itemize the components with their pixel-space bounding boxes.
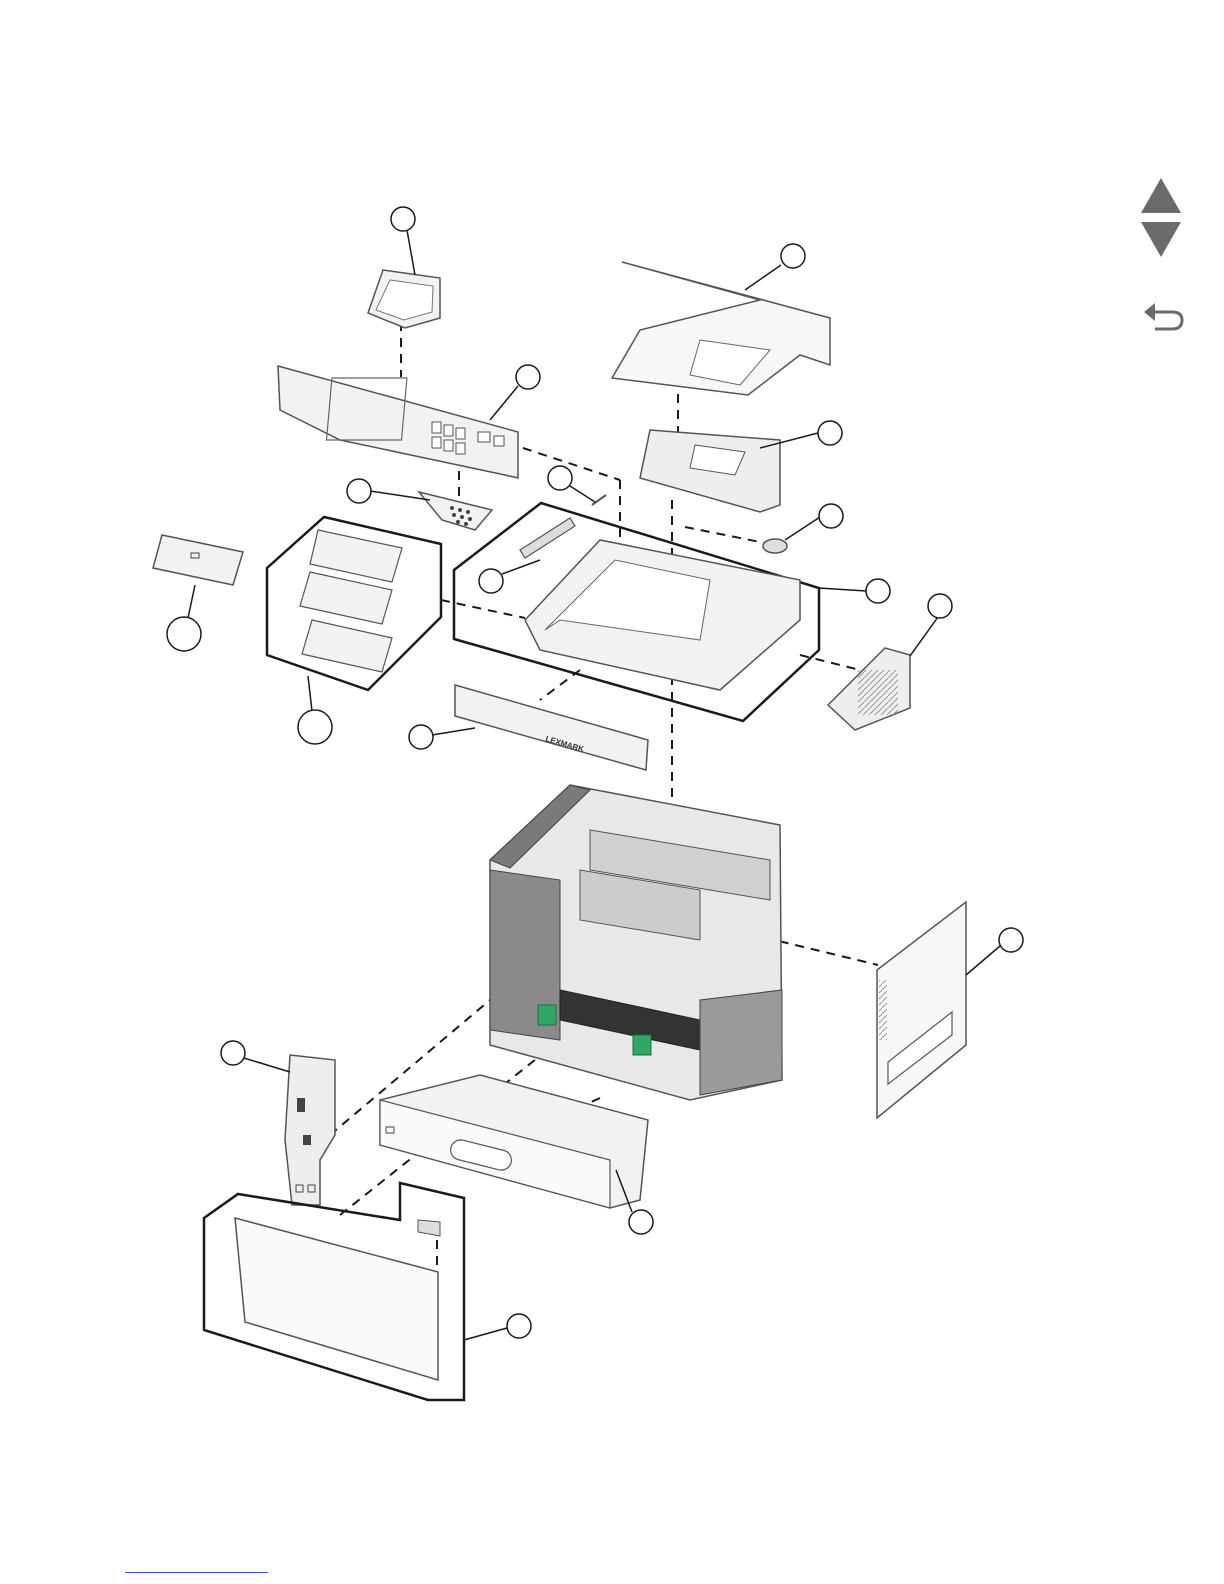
hinge-bracket-part: [285, 1055, 335, 1205]
label-kit-group-outline: [267, 517, 441, 690]
return-arrow-icon[interactable]: [1144, 303, 1182, 329]
callout-7: [819, 504, 843, 528]
controller-cage-part: [640, 430, 780, 512]
front-door-group-outline: [204, 1183, 464, 1400]
footer-link-underline[interactable]: [125, 1572, 268, 1573]
callout-16: [629, 1210, 653, 1234]
callout-3: [516, 365, 540, 389]
callout-15: [221, 1041, 245, 1065]
callout-9: [866, 579, 890, 603]
callout-17: [507, 1314, 531, 1338]
callout-6: [548, 466, 572, 490]
callout-2: [781, 244, 805, 268]
green-release-lever-right: [633, 1035, 651, 1055]
knob-part: [763, 539, 787, 553]
callout-11: [167, 617, 201, 651]
callout-13: [409, 725, 433, 749]
callout-14: [999, 928, 1023, 952]
callout-12: [298, 710, 332, 744]
green-release-lever-left: [538, 1005, 556, 1025]
callout-4: [818, 421, 842, 445]
pin-part: [592, 495, 606, 505]
top-cover-part: [612, 262, 830, 395]
triangle-down-icon[interactable]: [1141, 222, 1181, 257]
triangle-up-icon[interactable]: [1141, 178, 1181, 213]
keypad-overlay-part: [419, 492, 492, 530]
right-side-door-part: [877, 902, 966, 1118]
right-side-cover-part: [828, 648, 910, 730]
front-bezel-part: LEXMARK: [455, 685, 648, 770]
callout-1: [391, 207, 415, 231]
callout-8: [479, 569, 503, 593]
label-sheet-part: [153, 535, 243, 585]
callout-10: [928, 594, 952, 618]
callout-5: [347, 479, 371, 503]
display-panel-part: [368, 270, 440, 328]
main-frame-part: [520, 518, 800, 690]
operator-panel-frame-part: [278, 366, 518, 478]
printer-body-part: [490, 785, 782, 1100]
